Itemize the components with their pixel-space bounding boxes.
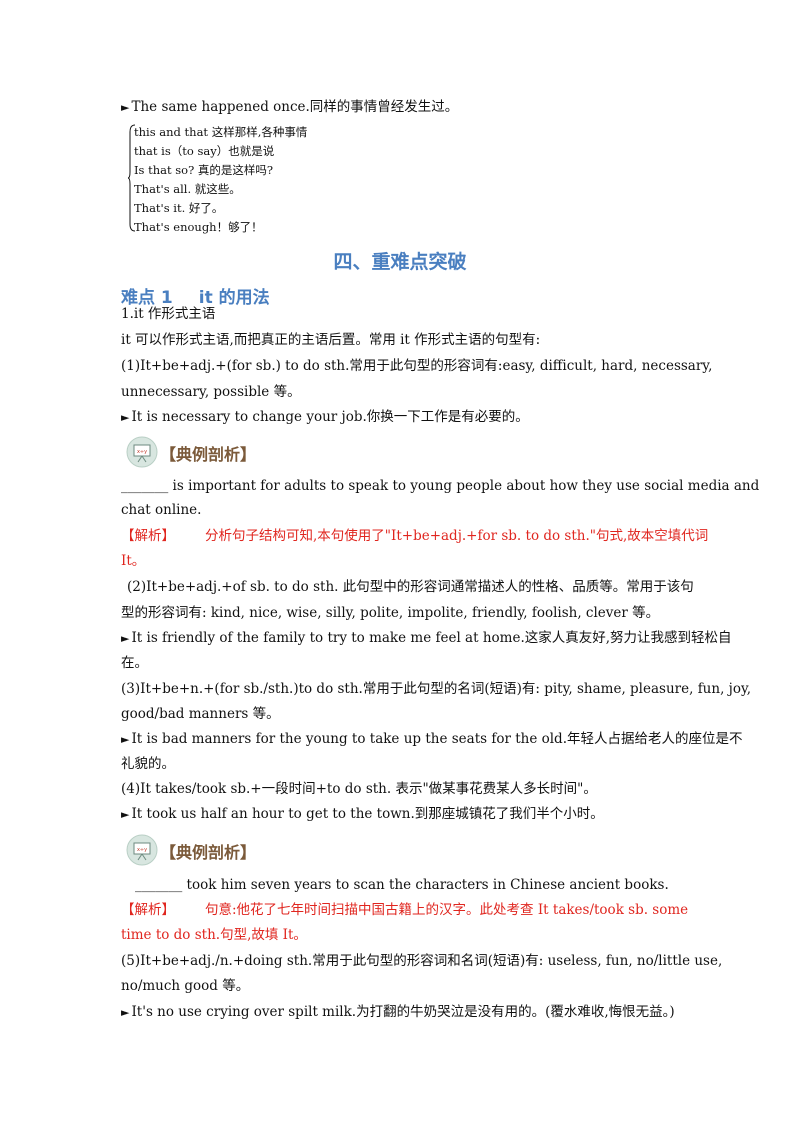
phrase-item: That's it. 好了。	[134, 201, 224, 215]
phrase-list: this and that 这样那样,各种事情 that is（to say）也…	[128, 124, 318, 236]
answer-analysis: It。	[121, 553, 146, 569]
exercise-question: chat online.	[121, 502, 202, 518]
section-title: 四、重难点突破	[333, 251, 467, 273]
exercise-question: _______ took him seven years to scan the…	[135, 877, 669, 893]
right-pointer-icon: ►	[121, 632, 130, 645]
answer-analysis: 【解析】句意:他花了七年时间扫描中国古籍上的汉字。此处考查 It takes/t…	[121, 902, 689, 918]
example-badge: x÷y 【典例剖析】	[126, 834, 276, 868]
example-board-icon: x÷y	[126, 834, 158, 866]
paragraph: (1)It+be+adj.+(for sb.) to do sth.常用于此句型…	[121, 358, 713, 374]
phrase-item: That's enough！够了！	[134, 220, 263, 234]
right-pointer-icon: ►	[121, 101, 130, 114]
phrase-item: that is（to say）也就是说	[134, 144, 275, 158]
right-pointer-icon: ►	[121, 733, 130, 746]
paragraph: (3)It+be+n.+(for sb./sth.)to do sth.常用于此…	[121, 681, 752, 697]
paragraph: unnecessary, possible 等。	[121, 384, 301, 400]
answer-analysis: time to do sth.句型,故填 It。	[121, 927, 307, 943]
example-board-icon: x÷y	[126, 436, 158, 468]
paragraph: no/much good 等。	[121, 978, 250, 994]
phrase-item: That's all. 就这些。	[134, 182, 241, 196]
example-sentence: ►It took us half an hour to get to the t…	[121, 806, 604, 822]
right-pointer-icon: ►	[121, 1006, 130, 1019]
paragraph: 型的形容词有: kind, nice, wise, silly, polite,…	[121, 605, 660, 621]
svg-text:x÷y: x÷y	[137, 449, 147, 455]
example-sentence: ►It is necessary to change your job.你换一下…	[121, 409, 529, 425]
example-badge: x÷y 【典例剖析】	[126, 436, 276, 470]
paragraph: (2)It+be+adj.+of sb. to do sth. 此句型中的形容词…	[127, 579, 694, 595]
answer-analysis: 【解析】分析句子结构可知,本句使用了"It+be+adj.+for sb. to…	[121, 528, 709, 544]
phrase-item: Is that so? 真的是这样吗?	[134, 163, 274, 177]
right-pointer-icon: ►	[121, 808, 130, 821]
subheading: 1.it 作形式主语	[121, 306, 216, 322]
left-brace-icon	[128, 124, 136, 232]
phrase-item: this and that 这样那样,各种事情	[134, 125, 308, 139]
paragraph: 在。	[121, 655, 148, 671]
paragraph: 礼貌的。	[121, 756, 175, 772]
paragraph: (4)It takes/took sb.+一段时间+to do sth. 表示"…	[121, 781, 597, 797]
right-pointer-icon: ►	[121, 411, 130, 424]
exercise-question: _______ is important for adults to speak…	[121, 478, 760, 494]
svg-text:x÷y: x÷y	[137, 847, 147, 853]
example-sentence: ►The same happened once.同样的事情曾经发生过。	[121, 99, 459, 115]
paragraph: it 可以作形式主语,而把真正的主语后置。常用 it 作形式主语的句型有:	[121, 332, 541, 348]
paragraph: good/bad manners 等。	[121, 706, 280, 722]
example-sentence: ►It is friendly of the family to try to …	[121, 630, 732, 646]
paragraph: (5)It+be+adj./n.+doing sth.常用于此句型的形容词和名词…	[121, 953, 723, 969]
example-sentence: ►It's no use crying over spilt milk.为打翻的…	[121, 1004, 675, 1020]
example-sentence: ►It is bad manners for the young to take…	[121, 731, 743, 747]
